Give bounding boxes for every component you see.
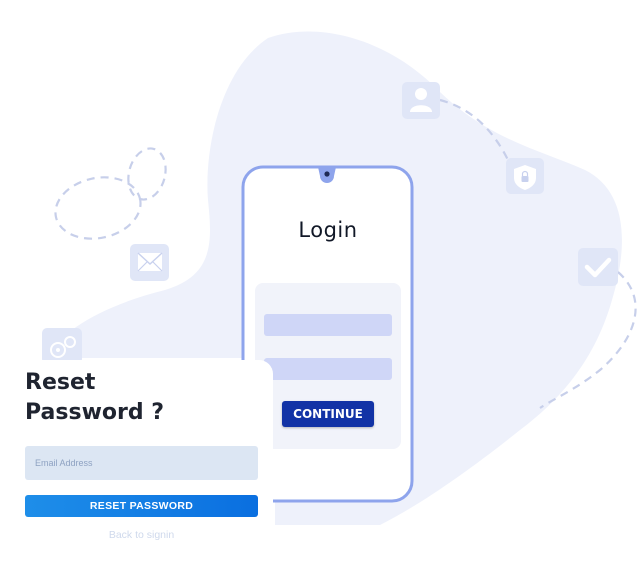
shield-lock-icon (506, 158, 544, 194)
dashed-connector-top (439, 98, 509, 161)
dashed-connector-right (539, 271, 637, 409)
envelope-icon (130, 244, 169, 281)
phone-continue-button: CONTINUE (282, 401, 374, 427)
gears-icon (42, 328, 82, 364)
reset-title-line-1: Reset (25, 370, 96, 395)
phone-camera (324, 171, 330, 177)
phone-login-title: Login (298, 218, 358, 242)
dashed-loop-small (127, 147, 167, 201)
reset-password-card: Reset Password ? RESET PASSWORD Back to … (0, 360, 273, 579)
back-to-signin-link[interactable]: Back to signin (108, 529, 175, 541)
reset-password-button[interactable]: RESET PASSWORD (25, 495, 258, 517)
user-icon (402, 82, 440, 119)
email-address-input[interactable] (25, 446, 258, 480)
phone-field-username (264, 314, 392, 336)
reset-password-title: Reset Password ? (25, 368, 164, 428)
dashed-loop-large (54, 176, 142, 240)
reset-title-line-2: Password ? (25, 400, 165, 425)
phone-field-password (264, 358, 392, 380)
checkmark-icon (578, 248, 618, 286)
